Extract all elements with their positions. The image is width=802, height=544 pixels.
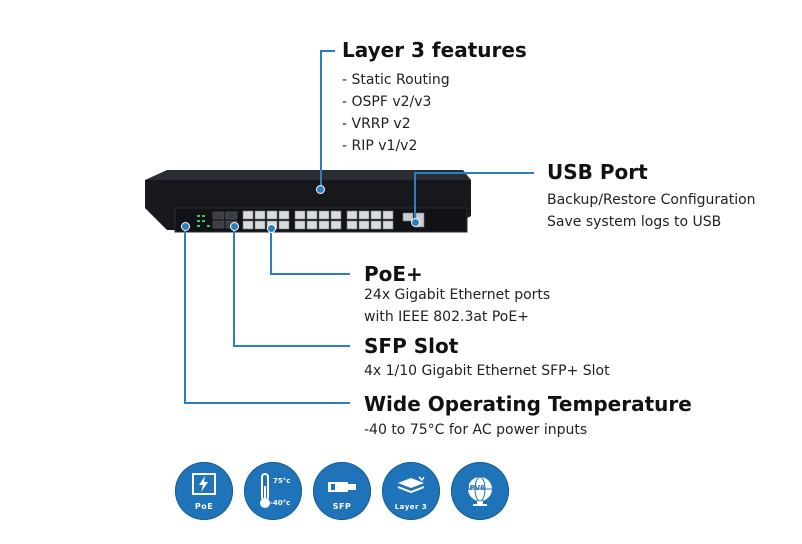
- temp-low-label: -40°c: [270, 499, 291, 507]
- poe-icon: [192, 473, 216, 495]
- temp-line: -40 to 75°C for AC power inputs: [364, 422, 588, 438]
- ipv6-badge-label: IPV6: [467, 484, 486, 492]
- poe-marker-dot: [267, 224, 276, 233]
- layer3-title: Layer 3 features: [342, 38, 527, 62]
- temp-title: Wide Operating Temperature: [364, 392, 692, 416]
- layer3-stack-icon: [397, 476, 425, 494]
- sfp-badge: SFP: [313, 462, 371, 520]
- poe-title: PoE+: [364, 262, 423, 286]
- poe-description: 24x Gigabit Ethernet ports with IEEE 802…: [364, 284, 550, 328]
- layer3-badge-label: Layer 3: [394, 503, 428, 511]
- poe-line: 24x Gigabit Ethernet ports: [364, 287, 551, 303]
- usb-line: Save system logs to USB: [547, 214, 722, 230]
- layer3-marker-dot: [316, 185, 325, 194]
- poe-line: with IEEE 802.3at PoE+: [364, 309, 529, 325]
- layer3-item: - VRRP v2: [342, 116, 411, 132]
- poe-badge: PoE: [175, 462, 233, 520]
- sfp-module-icon: [328, 482, 356, 492]
- sfp-description: 4x 1/10 Gigabit Ethernet SFP+ Slot: [364, 360, 610, 382]
- layer3-feature-list: - Static Routing - OSPF v2/v3 - VRRP v2 …: [342, 69, 450, 157]
- layer3-connector-h: [320, 50, 335, 52]
- temp-marker-dot: [181, 222, 190, 231]
- temperature-badge: 75°c -40°c: [244, 462, 302, 520]
- usb-connector-h: [414, 172, 534, 174]
- ipv6-badge: IPV6: [451, 462, 509, 520]
- thermometer-icon: [260, 473, 270, 508]
- usb-marker-dot: [411, 218, 420, 227]
- temp-high-label: 75°c: [273, 477, 291, 485]
- sfp-connector-h: [233, 345, 350, 347]
- sfp-connector-v: [233, 226, 235, 347]
- poe-badge-label: PoE: [194, 502, 214, 511]
- poe-connector-v: [270, 228, 272, 274]
- usb-title: USB Port: [547, 160, 648, 184]
- switch-device-image: [145, 170, 471, 233]
- temp-connector-v: [184, 226, 186, 404]
- ipv6-globe-icon: [468, 476, 492, 506]
- sfp-badge-label: SFP: [332, 502, 352, 511]
- temp-description: -40 to 75°C for AC power inputs: [364, 419, 587, 441]
- layer3-item: - Static Routing: [342, 72, 450, 88]
- layer3-connector-v: [320, 50, 322, 188]
- usb-description: Backup/Restore Configuration Save system…: [547, 189, 756, 233]
- sfp-marker-dot: [230, 222, 239, 231]
- temp-connector-h: [184, 402, 350, 404]
- layer3-item: - OSPF v2/v3: [342, 94, 432, 110]
- layer3-item: - RIP v1/v2: [342, 138, 418, 154]
- layer3-badge: Layer 3: [382, 462, 440, 520]
- poe-connector-h: [270, 273, 350, 275]
- usb-connector-v: [414, 172, 416, 222]
- sfp-line: 4x 1/10 Gigabit Ethernet SFP+ Slot: [364, 363, 610, 379]
- usb-line: Backup/Restore Configuration: [547, 192, 756, 208]
- sfp-title: SFP Slot: [364, 334, 459, 358]
